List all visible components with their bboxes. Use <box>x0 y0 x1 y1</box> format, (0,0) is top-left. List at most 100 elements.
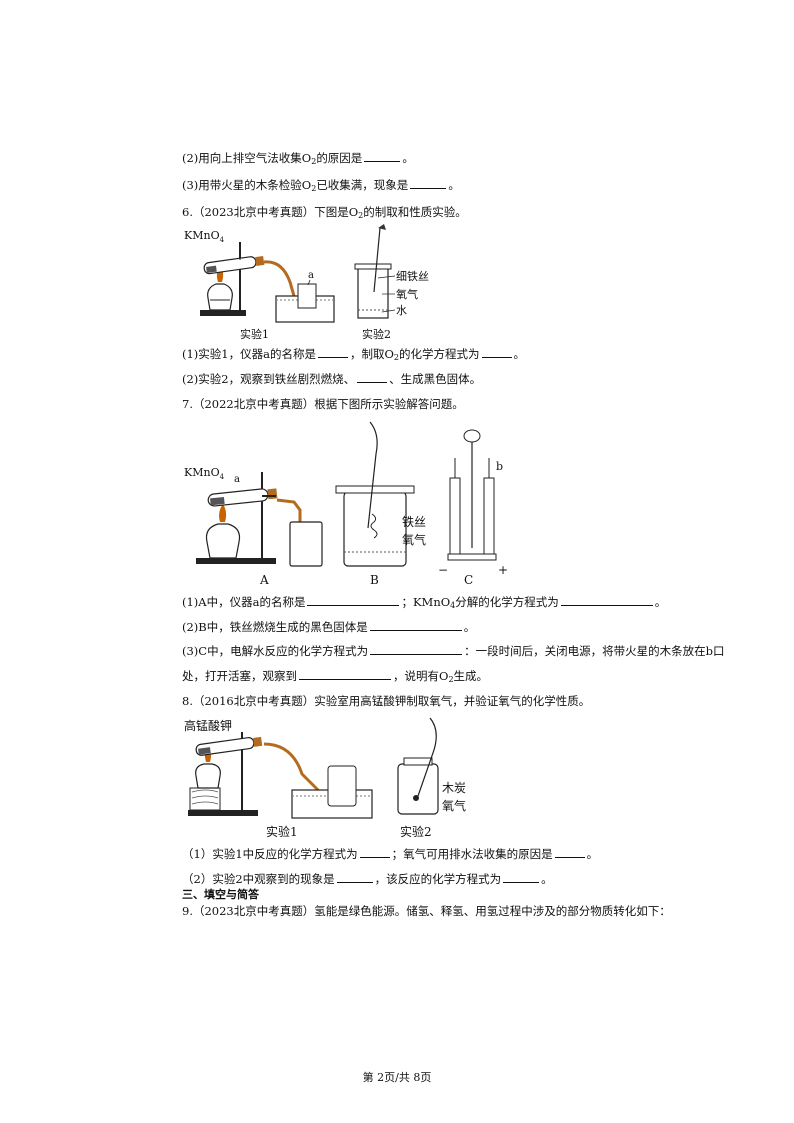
collecting-bottle <box>289 521 323 567</box>
q7-title: 7.（2022北京中考真题）根据下图所示实验解答问题。 <box>182 396 464 412</box>
subscript: 2 <box>311 184 317 193</box>
label-B: B <box>370 573 379 587</box>
answer-blank[interactable] <box>481 346 512 358</box>
answer-blank[interactable] <box>503 871 540 883</box>
reagent-label: 高锰酸钾 <box>184 718 232 733</box>
alcohol-lamp <box>205 523 241 559</box>
wood-grain <box>191 789 219 805</box>
page-footer: 第 2页/共 8页 <box>362 1071 432 1084</box>
stand-base <box>188 810 258 816</box>
q6-title-text: 6.（2023北京中考真题）下图是O <box>182 205 359 219</box>
label-A: A <box>259 573 269 587</box>
jar-B <box>343 491 407 567</box>
reagent-solid <box>198 747 211 755</box>
exp1-caption: 实验1 <box>240 327 269 341</box>
label-minus: − <box>438 563 448 577</box>
answer-blank[interactable] <box>364 150 401 162</box>
q5-part3-text-b: 已收集满，现象是 <box>316 178 409 192</box>
exp2-caption: 实验2 <box>400 824 432 839</box>
q5-part2-text: (2)用向上排空气法收集O <box>182 151 312 165</box>
left-tube <box>449 477 461 555</box>
subscript: 2 <box>393 353 399 362</box>
pointer-a <box>307 279 311 286</box>
exp1-caption: 实验1 <box>266 824 298 839</box>
alcohol-lamp <box>195 763 221 789</box>
answer-blank[interactable] <box>369 619 462 631</box>
iron-label: 铁丝 <box>402 515 426 529</box>
answer-blank[interactable] <box>410 177 447 189</box>
label-a: a <box>308 270 314 281</box>
stopper <box>267 488 278 500</box>
q5-part3-text: (3)用带火星的木条检验O <box>182 178 312 192</box>
answer-blank[interactable] <box>317 346 348 358</box>
fig7-kmno4-label: KMnO4 <box>184 466 225 481</box>
q5-part3: (3)用带火星的木条检验O2已收集满，现象是 。 <box>182 177 460 197</box>
period: 。 <box>586 847 599 861</box>
q8-title-text: 8.（2016北京中考真题）实验室用高锰酸钾制取氧气，并验证氧气的化学性质。 <box>182 694 591 708</box>
answer-blank[interactable] <box>336 871 373 883</box>
q7-title-text: 7.（2022北京中考真题）根据下图所示实验解答问题。 <box>182 397 464 411</box>
charcoal <box>413 795 419 801</box>
section-heading: 三、填空与简答 <box>182 888 259 901</box>
answer-blank[interactable] <box>370 643 463 655</box>
q6-part1: (1)实验1，仪器a的名称是，制取O2的化学方程式为。 <box>182 346 525 366</box>
answer-blank[interactable] <box>307 594 400 606</box>
q6-part1-text: (1)实验1，仪器a的名称是 <box>182 347 316 361</box>
jar <box>397 763 439 815</box>
label-b: b <box>496 460 503 473</box>
q7-part1: (1)A中，仪器a的名称是；KMnO4分解的化学方程式为。 <box>182 594 666 614</box>
q5-part2-text-b: 的原因是 <box>316 151 363 165</box>
test-tube <box>203 256 257 275</box>
oxygen-label: 氧气 <box>402 532 426 547</box>
base-tube <box>447 553 497 561</box>
answer-blank[interactable] <box>359 846 390 858</box>
right-tube <box>483 477 495 555</box>
label-a: a <box>234 474 240 485</box>
answer-blank[interactable] <box>554 846 585 858</box>
q7-part3: (3)C中，电解水反应的化学方程式为 ：一段时间后，关闭电源，将带火星的木条放在b… <box>182 643 724 659</box>
q6-part1-text-b: ，制取O <box>349 347 394 361</box>
period: 。 <box>513 347 526 361</box>
exp2-caption: 实验2 <box>362 327 391 341</box>
q6-title: 6.（2023北京中考真题）下图是O2的制取和性质实验。 <box>182 204 467 224</box>
q8-part1-text-b: ；氧气可用排水法收集的原因是 <box>391 847 553 861</box>
q9-title: 9.（2023北京中考真题）氢能是绿色能源。储氢、释氢、用氢过程中涉及的部分物质… <box>182 903 671 919</box>
q7-part1-text: (1)A中，仪器a的名称是 <box>182 595 306 609</box>
charcoal-label: 木炭 <box>442 781 466 795</box>
stand-base <box>200 310 246 316</box>
q7-part3-text-d: ，说明有O <box>393 669 449 683</box>
q8-title: 8.（2016北京中考真题）实验室用高锰酸钾制取氧气，并验证氧气的化学性质。 <box>182 693 590 709</box>
q7-part3-text: (3)C中，电解水反应的化学方程式为 <box>182 644 369 658</box>
answer-blank[interactable] <box>560 594 653 606</box>
q7-figure: KMnO4 a A 铁丝 氧气 B b − + C <box>184 421 508 587</box>
q7-part2: (2)B中，铁丝燃烧生成的黑色固体是。 <box>182 619 475 635</box>
tongs <box>378 224 386 230</box>
q9-title-text: 9.（2023北京中考真题）氢能是绿色能源。储氢、释氢、用氢过程中涉及的部分物质… <box>182 904 671 918</box>
charcoal-holder <box>417 717 437 797</box>
q6-title-text-b: 的制取和性质实验。 <box>363 205 467 219</box>
q6-part2-text: (2)实验2，观察到铁丝剧烈燃烧、 <box>182 372 356 386</box>
period: 。 <box>448 178 460 192</box>
label-plus: + <box>498 563 508 577</box>
wire-label: 细铁丝 <box>396 270 429 283</box>
pointer <box>381 309 396 313</box>
period: 。 <box>654 595 667 609</box>
answer-blank[interactable] <box>357 371 388 383</box>
reagent <box>210 496 225 506</box>
q7-part3-text-b: ：一段时间后，关闭电源，将带火星的木条放在b口 <box>464 644 725 658</box>
jar-B-lid <box>335 485 415 494</box>
jar-neck <box>403 757 433 766</box>
answer-blank[interactable] <box>299 668 391 680</box>
subscript: 2 <box>311 157 317 166</box>
q7-part2-text: (2)B中，铁丝燃烧生成的黑色固体是 <box>182 620 368 634</box>
q8-part2-text: （2）实验2中观察到的现象是 <box>182 872 335 886</box>
oxygen-label: 氧气 <box>442 798 466 813</box>
collecting-bottle <box>327 765 357 807</box>
iron-wire-holder <box>367 421 378 529</box>
oxygen-label: 氧气 <box>396 287 418 301</box>
q7-part3-cont: 处，打开活塞，观察到，说明有O2生成。 <box>182 668 488 688</box>
funnel <box>463 429 481 443</box>
q6-part2: (2)实验2，观察到铁丝剧烈燃烧、、生成黑色固体。 <box>182 371 481 387</box>
stopper <box>255 255 265 267</box>
q7-part1-text-c: 分解的化学方程式为 <box>455 595 559 609</box>
